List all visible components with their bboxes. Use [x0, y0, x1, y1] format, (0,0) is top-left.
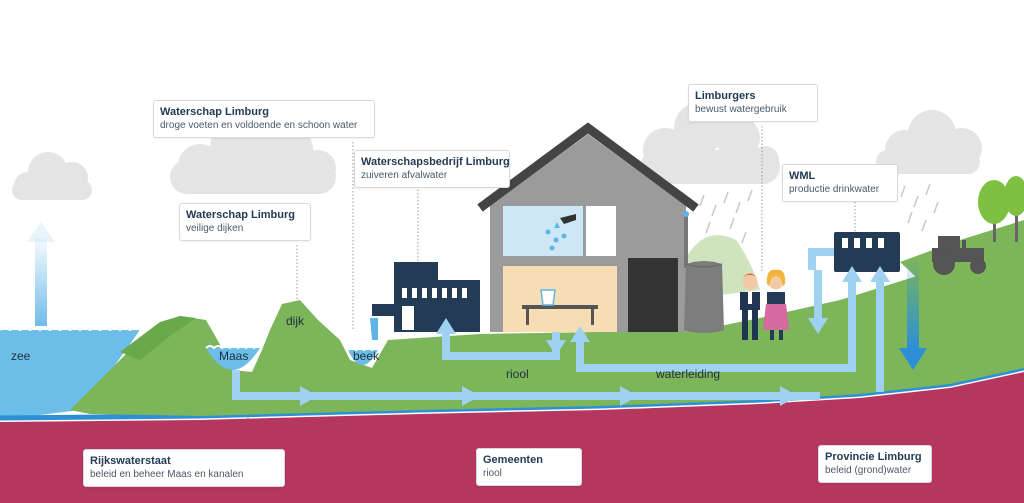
cloud-icon [170, 118, 336, 194]
callout-title: WML [789, 170, 816, 182]
wave-line [347, 347, 379, 352]
callout-subtitle: bewust watergebruik [695, 104, 787, 115]
tree-icon [978, 180, 1010, 242]
drinking-water-plant [834, 232, 900, 272]
glass-icon [540, 289, 556, 306]
flow-arrowheads [300, 266, 890, 406]
evaporation-arrow-icon [27, 222, 55, 326]
label-zee: zee [11, 349, 31, 363]
label-dijk: dijk [286, 314, 305, 328]
gutter-pipe [684, 214, 688, 268]
outflow-pipe [370, 318, 378, 340]
tractor-icon [932, 236, 986, 275]
person-man-icon [740, 273, 760, 340]
callout-title: Rijkswaterstaat [90, 455, 171, 467]
callout-title: Gemeenten [483, 454, 543, 466]
callout-subtitle: beleid en beheer Maas en kanalen [90, 469, 244, 480]
callout-waterschap-limburg-dijken: Waterschap Limburg veilige dijken [179, 203, 311, 241]
shower-icon [545, 214, 576, 251]
callout-title: Waterschapsbedrijf Limburg [361, 156, 510, 168]
river-maas [206, 348, 260, 370]
callout-subtitle: droge voeten en voldoende en schoon wate… [160, 120, 358, 131]
tree-icon [1004, 176, 1024, 242]
wave-line [205, 345, 263, 350]
cloud-icon [12, 152, 92, 200]
callout-limburgers: Limburgers bewust watergebruik [688, 84, 818, 122]
label-riool: riool [506, 367, 529, 381]
callout-title: Waterschap Limburg [160, 106, 269, 118]
callout-wml: WML productie drinkwater [782, 164, 898, 202]
person-woman-icon [763, 269, 789, 340]
callout-subtitle: zuiveren afvalwater [361, 170, 448, 181]
water-treatment-plant [372, 262, 480, 332]
callout-rijkswaterstaat: Rijkswaterstaat beleid en beheer Maas en… [83, 449, 285, 487]
land-shade [120, 316, 196, 360]
rain-icon [699, 183, 939, 244]
callout-subtitle: riool [483, 468, 502, 479]
callout-title: Waterschap Limburg [186, 209, 295, 221]
infiltration-arrow-icon [899, 262, 927, 370]
stream-beek [348, 350, 378, 365]
callout-waterschap-limburg-top: Waterschap Limburg droge voeten en voldo… [153, 100, 375, 138]
label-waterleiding: waterleiding [656, 367, 721, 381]
callout-subtitle: veilige dijken [186, 223, 244, 234]
table [522, 305, 598, 309]
wave-line [0, 327, 141, 332]
cloud-icon [640, 102, 780, 184]
cloud-icon [876, 110, 982, 174]
callout-waterschapsbedrijf-limburg: Waterschapsbedrijf Limburg zuiveren afva… [354, 150, 510, 188]
sea [0, 330, 140, 420]
callout-provincie-limburg: Provincie Limburg beleid (grond)water [818, 445, 932, 483]
callout-gemeenten: Gemeenten riool [476, 448, 582, 486]
callout-subtitle: productie drinkwater [789, 184, 880, 195]
house [477, 122, 699, 332]
rain-barrel [684, 261, 724, 333]
label-beek: beek [353, 349, 380, 363]
callout-title: Provincie Limburg [825, 451, 922, 463]
label-maas: Maas [219, 349, 249, 363]
callout-subtitle: beleid (grond)water [825, 465, 912, 476]
callout-title: Limburgers [695, 90, 756, 102]
